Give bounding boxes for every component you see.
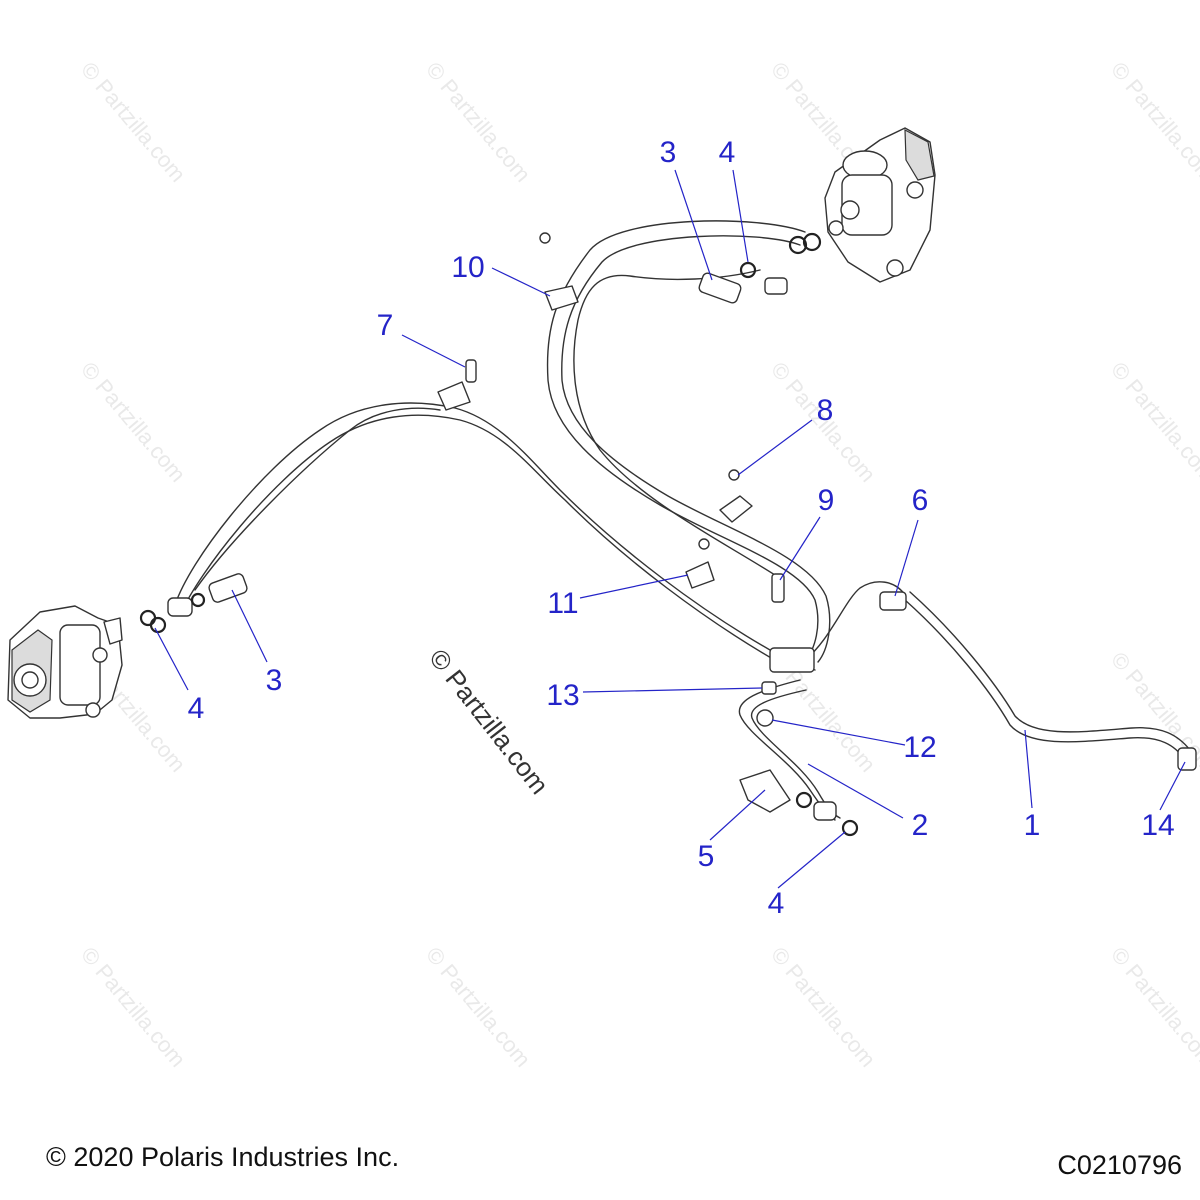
watermark: © Partzilla.com (1106, 357, 1200, 487)
brake-hoses (174, 220, 1191, 821)
callout-9: 9 (818, 484, 835, 517)
callout-numbers: 3 4 10 7 8 9 6 11 4 3 13 12 2 1 14 5 4 (188, 136, 1175, 920)
callout-12: 12 (903, 731, 936, 764)
watermark: © Partzilla.com (1106, 57, 1200, 187)
watermark: © Partzilla.com (76, 57, 190, 187)
callout-10: 10 (451, 251, 484, 284)
watermark: © Partzilla.com (421, 57, 535, 187)
callout-5: 5 (698, 840, 715, 873)
watermark: © Partzilla.com (421, 942, 535, 1072)
watermark-grid: © Partzilla.com © Partzilla.com © Partzi… (76, 57, 1200, 1072)
callout-6: 6 (912, 484, 929, 517)
leader-lines (154, 169, 1186, 889)
copyright-notice: © 2020 Polaris Industries Inc. (46, 1142, 400, 1172)
callout-3: 3 (660, 136, 677, 169)
watermark: © Partzilla.com (76, 942, 190, 1072)
callout-14: 14 (1141, 809, 1174, 842)
callout-4: 4 (188, 692, 205, 725)
callout-3: 3 (266, 664, 283, 697)
left-brake-caliper (7, 605, 123, 719)
callout-8: 8 (817, 394, 834, 427)
watermark-center: © Partzilla.com (423, 643, 555, 800)
right-brake-caliper (824, 127, 936, 283)
callout-4: 4 (768, 887, 785, 920)
callout-1: 1 (1024, 809, 1041, 842)
callout-13: 13 (546, 679, 579, 712)
watermark: © Partzilla.com (76, 357, 190, 487)
callout-4: 4 (719, 136, 736, 169)
callout-11: 11 (547, 587, 578, 620)
callout-2: 2 (912, 809, 929, 842)
watermark: © Partzilla.com (1106, 942, 1200, 1072)
callout-7: 7 (377, 309, 394, 342)
fittings-and-brackets (139, 232, 1197, 837)
watermark: © Partzilla.com (766, 942, 880, 1072)
diagram-code: C0210796 (1057, 1150, 1182, 1180)
